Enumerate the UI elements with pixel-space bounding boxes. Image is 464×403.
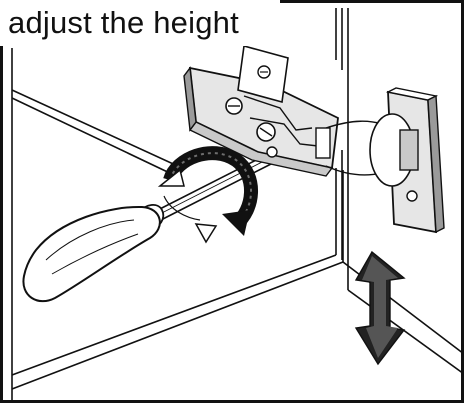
instruction-caption: adjust the height — [0, 0, 280, 46]
hinge-icon — [183, 44, 393, 177]
cabinet-side-panel — [11, 8, 464, 401]
rotation-arrow-icon — [157, 146, 258, 244]
mounting-plate-icon — [369, 87, 445, 234]
up-down-arrow-icon — [354, 250, 406, 366]
screwdriver-icon — [22, 152, 275, 303]
